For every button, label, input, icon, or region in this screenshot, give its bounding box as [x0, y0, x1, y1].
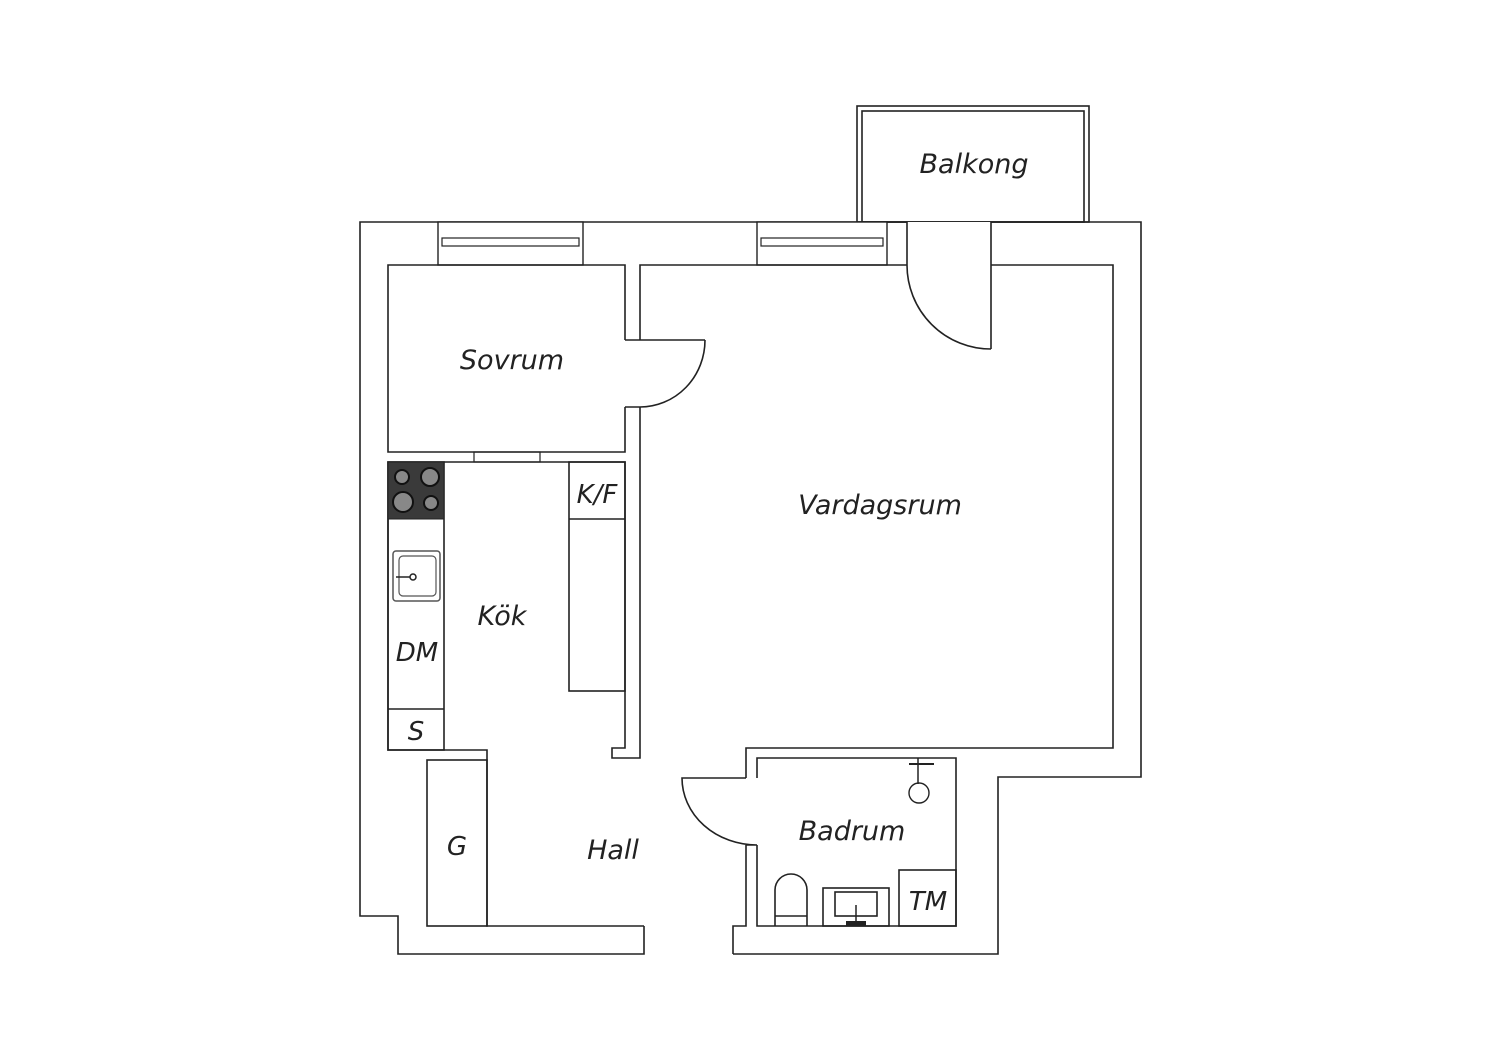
outer-wall-entrance-side	[732, 845, 747, 954]
bedroom-walls	[387, 264, 626, 453]
room-label-balcony: Balkong	[920, 149, 1029, 180]
balcony-door[interactable]	[906, 222, 992, 350]
washing-machine	[898, 869, 957, 927]
stove-burner	[423, 495, 439, 511]
fixture-label-washing-machine: TM	[909, 887, 947, 917]
stove-burner	[392, 491, 414, 513]
bathroom-walls	[756, 757, 957, 927]
bathroom-door[interactable]	[681, 777, 758, 846]
kitchen-counter-left	[387, 461, 445, 751]
stove-burner	[394, 469, 410, 485]
kitchen-counter-right	[568, 461, 626, 692]
room-label-living-room: Vardagsrum	[798, 490, 962, 521]
wardrobe	[426, 759, 488, 927]
window	[473, 451, 541, 463]
sink-icon	[392, 550, 441, 602]
toilet-icon	[774, 873, 808, 926]
bedroom-door[interactable]	[625, 339, 706, 408]
shower-icon	[908, 758, 934, 804]
washbasin-icon	[822, 887, 890, 927]
room-label-kitchen: Kök	[478, 601, 528, 632]
fixture-label-cabinet: S	[408, 717, 425, 747]
room-label-bedroom: Sovrum	[460, 345, 564, 376]
room-label-hall: Hall	[587, 835, 639, 866]
fixture-label-dishwasher: DM	[396, 638, 438, 668]
window	[756, 221, 888, 266]
window	[437, 221, 584, 266]
fixture-label-fridge-freezer: K/F	[577, 480, 619, 510]
outer-wall	[359, 221, 1142, 955]
room-label-bathroom: Badrum	[799, 816, 906, 847]
fixture-label-wardrobe: G	[447, 832, 467, 862]
stove-burner	[420, 467, 440, 487]
